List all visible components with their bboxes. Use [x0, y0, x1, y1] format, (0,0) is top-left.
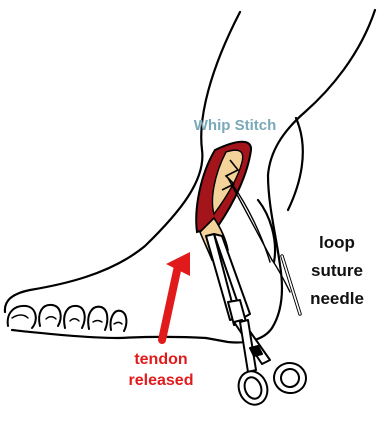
loop-suture-needle-labels: loop suture needle [296, 229, 378, 313]
suture-label: suture [296, 257, 378, 285]
forceps-icon [206, 234, 308, 409]
tendon-label-line-1: tendon [111, 349, 211, 370]
incision [196, 142, 251, 232]
tendon-label-line-2: released [111, 370, 211, 391]
tendon-released-label: tendon released [111, 349, 211, 391]
toes [8, 305, 127, 331]
suture-threads [228, 178, 290, 292]
whip-stitch-title: Whip Stitch [174, 117, 296, 134]
needle-label: needle [296, 285, 378, 313]
loop-label: loop [296, 229, 378, 257]
tendon-arrow-icon [162, 252, 190, 340]
